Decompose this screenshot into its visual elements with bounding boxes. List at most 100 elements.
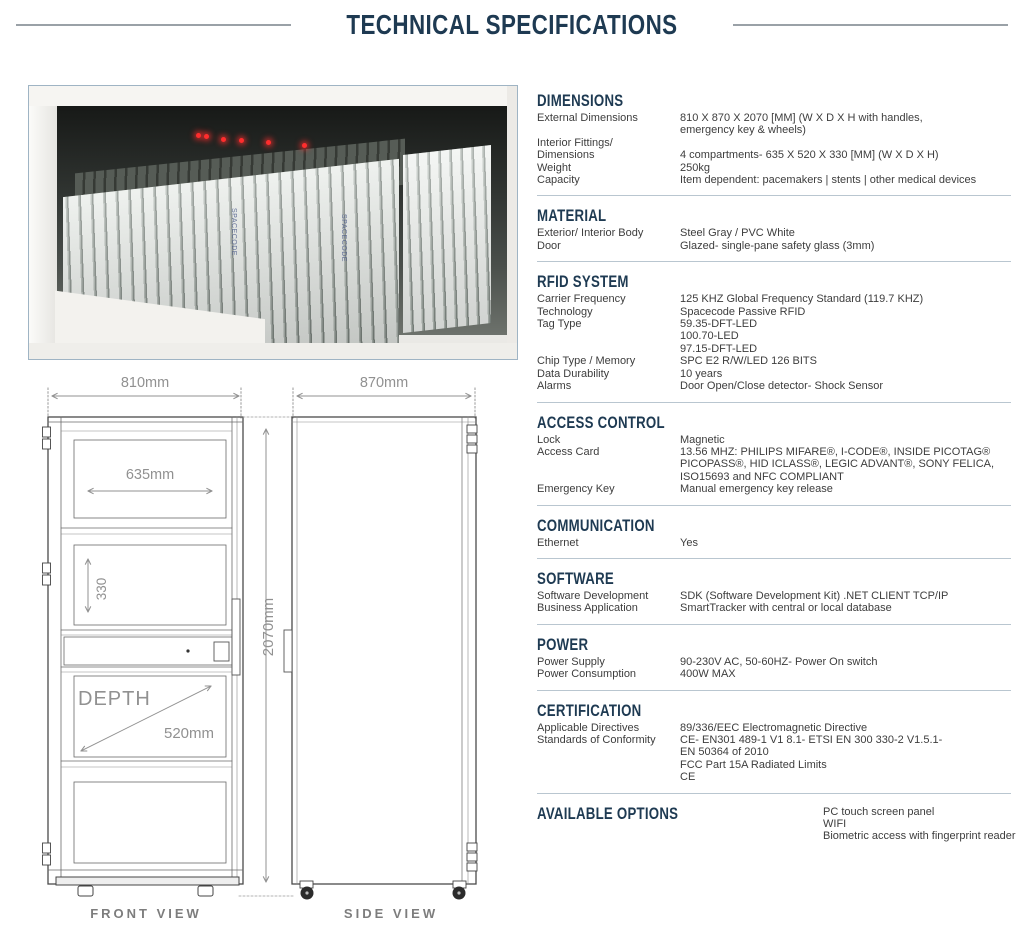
spec-label bbox=[680, 830, 823, 842]
spec-label: Ethernet bbox=[537, 536, 579, 549]
spec-value: PICOPASS®, HID ICLASS®, LEGIC ADVANT®, S… bbox=[680, 458, 995, 471]
section-heading: POWER bbox=[537, 634, 589, 654]
spec-value: Spacecode Passive RFID bbox=[680, 305, 806, 318]
spec-label bbox=[537, 330, 680, 342]
spec-label bbox=[537, 759, 680, 771]
spec-value: SmartTracker with central or local datab… bbox=[680, 602, 892, 615]
spec-value: 4 compartments- 635 X 520 X 330 [MM] (W … bbox=[680, 149, 939, 162]
spec-value: Steel Gray / PVC White bbox=[680, 227, 795, 240]
rfid-led-indicator bbox=[196, 133, 201, 138]
spec-value: FCC Part 15A Radiated Limits bbox=[680, 758, 827, 771]
spec-row: 100.70-LED bbox=[537, 330, 1011, 342]
rfid-led-indicator bbox=[204, 134, 209, 139]
spec-label bbox=[537, 746, 680, 758]
spec-row: Dimensions 4 compartments- 635 X 520 X 33… bbox=[537, 149, 1011, 161]
spec-label: Exterior/ Interior Body bbox=[537, 227, 644, 240]
door-handle bbox=[231, 598, 241, 676]
spec-label: Standards of Conformity bbox=[537, 733, 656, 746]
front-casters bbox=[77, 885, 214, 897]
spec-label: Software Development bbox=[537, 589, 649, 602]
spec-row: FCC Part 15A Radiated Limits bbox=[537, 759, 1011, 771]
spec-row: Emergency Key Manual emergency key releas… bbox=[537, 483, 1011, 495]
depth-dimension: 520mm bbox=[164, 725, 214, 742]
title-rule-left bbox=[16, 24, 292, 26]
card-reader bbox=[213, 641, 230, 662]
spec-label: Dimensions bbox=[537, 149, 595, 162]
spec-label bbox=[537, 471, 680, 483]
section-heading: AVAILABLE OPTIONS bbox=[537, 803, 679, 823]
spec-value: Yes bbox=[680, 536, 698, 549]
spec-value: 810 X 870 X 2070 [MM] (W X D X H with ha… bbox=[680, 112, 923, 124]
spec-label: Interior Fittings/ bbox=[537, 136, 613, 149]
spec-row: Access Card 13.56 MHZ: PHILIPS MIFARE®, I… bbox=[537, 446, 1011, 458]
title-bar: TECHNICAL SPECIFICATIONS bbox=[0, 6, 1024, 44]
spec-row: Biometric access with fingerprint reader bbox=[680, 830, 1016, 842]
spec-row: Ethernet Yes bbox=[537, 537, 1011, 549]
spec-label: Capacity bbox=[537, 174, 580, 187]
spec-label: Applicable Directives bbox=[537, 721, 640, 734]
spec-row: emergency key & wheels) bbox=[537, 124, 1011, 136]
spec-value: Glazed- single-pane safety glass (3mm) bbox=[680, 239, 875, 252]
spec-row: WIFI bbox=[680, 818, 1011, 830]
spec-row: Tag Type 59.35-DFT-LED bbox=[537, 318, 1011, 330]
compartment-height-dimension: 330 bbox=[94, 578, 109, 601]
spec-value: CE- EN301 489-1 V1 8.1- ETSI EN 300 330-… bbox=[680, 733, 943, 746]
front-view-caption: FRONT VIEW bbox=[90, 906, 202, 921]
side-wheels bbox=[299, 880, 467, 900]
spec-row: ISO15693 and NFC COMPLIANT bbox=[537, 471, 1011, 483]
rfid-led-indicator bbox=[239, 138, 244, 143]
side-view-caption: SIDE VIEW bbox=[344, 906, 438, 921]
section-heading: ACCESS CONTROL bbox=[537, 412, 665, 432]
spec-value: 13.56 MHZ: PHILIPS MIFARE®, I-CODE®, INS… bbox=[680, 445, 991, 458]
spec-label: Tag Type bbox=[537, 318, 582, 331]
spec-label: Power Supply bbox=[537, 655, 605, 668]
spec-label: Chip Type / Memory bbox=[537, 355, 636, 368]
box-spine-label: SPACECODE bbox=[340, 214, 347, 262]
spec-row: CE bbox=[537, 771, 1011, 783]
spec-value: 59.35-DFT-LED bbox=[680, 318, 758, 331]
side-hinges bbox=[466, 424, 478, 872]
spec-label: Power Consumption bbox=[537, 668, 637, 681]
spec-value: PC touch screen panel bbox=[823, 805, 935, 818]
side-width-dimension: 870mm bbox=[360, 375, 408, 391]
spec-label: External Dimensions bbox=[537, 112, 638, 124]
front-view-drawing: 810mm 635mm 330 bbox=[42, 375, 294, 921]
spec-value: 90-230V AC, 50-60HZ- Power On switch bbox=[680, 655, 878, 668]
spec-value: EN 50364 of 2010 bbox=[680, 746, 769, 759]
section-heading: COMMUNICATION bbox=[537, 515, 655, 535]
spec-value: Biometric access with fingerprint reader bbox=[823, 830, 1016, 843]
rfid-led-indicator bbox=[221, 137, 226, 142]
side-door-handle bbox=[283, 629, 293, 673]
spec-value: SDK (Software Development Kit) .NET CLIE… bbox=[680, 589, 949, 602]
compartment-width-dimension: 635mm bbox=[126, 467, 174, 483]
rfid-led-indicator bbox=[266, 140, 271, 145]
section-heading: MATERIAL bbox=[537, 206, 607, 226]
spec-label: Emergency Key bbox=[537, 483, 615, 496]
spec-row: Exterior/ Interior Body Steel Gray / PVC … bbox=[537, 227, 1011, 239]
photo-cabinet-bottom-panel bbox=[29, 343, 517, 359]
spec-value: Manual emergency key release bbox=[680, 483, 833, 496]
title-rule-right bbox=[732, 24, 1008, 26]
rfid-led-indicator bbox=[302, 143, 307, 148]
door-hinges bbox=[42, 426, 51, 866]
spec-value: 89/336/EEC Electromagnetic Directive bbox=[680, 721, 868, 734]
spec-value: 10 years bbox=[680, 367, 723, 380]
spec-row: PICOPASS®, HID ICLASS®, LEGIC ADVANT®, S… bbox=[537, 458, 1011, 470]
spec-value: emergency key & wheels) bbox=[680, 124, 806, 137]
spec-label: Access Card bbox=[537, 445, 600, 458]
spec-label bbox=[537, 124, 680, 136]
spec-label: Business Application bbox=[537, 602, 638, 615]
spec-row: 97.15-DFT-LED bbox=[537, 343, 1011, 355]
